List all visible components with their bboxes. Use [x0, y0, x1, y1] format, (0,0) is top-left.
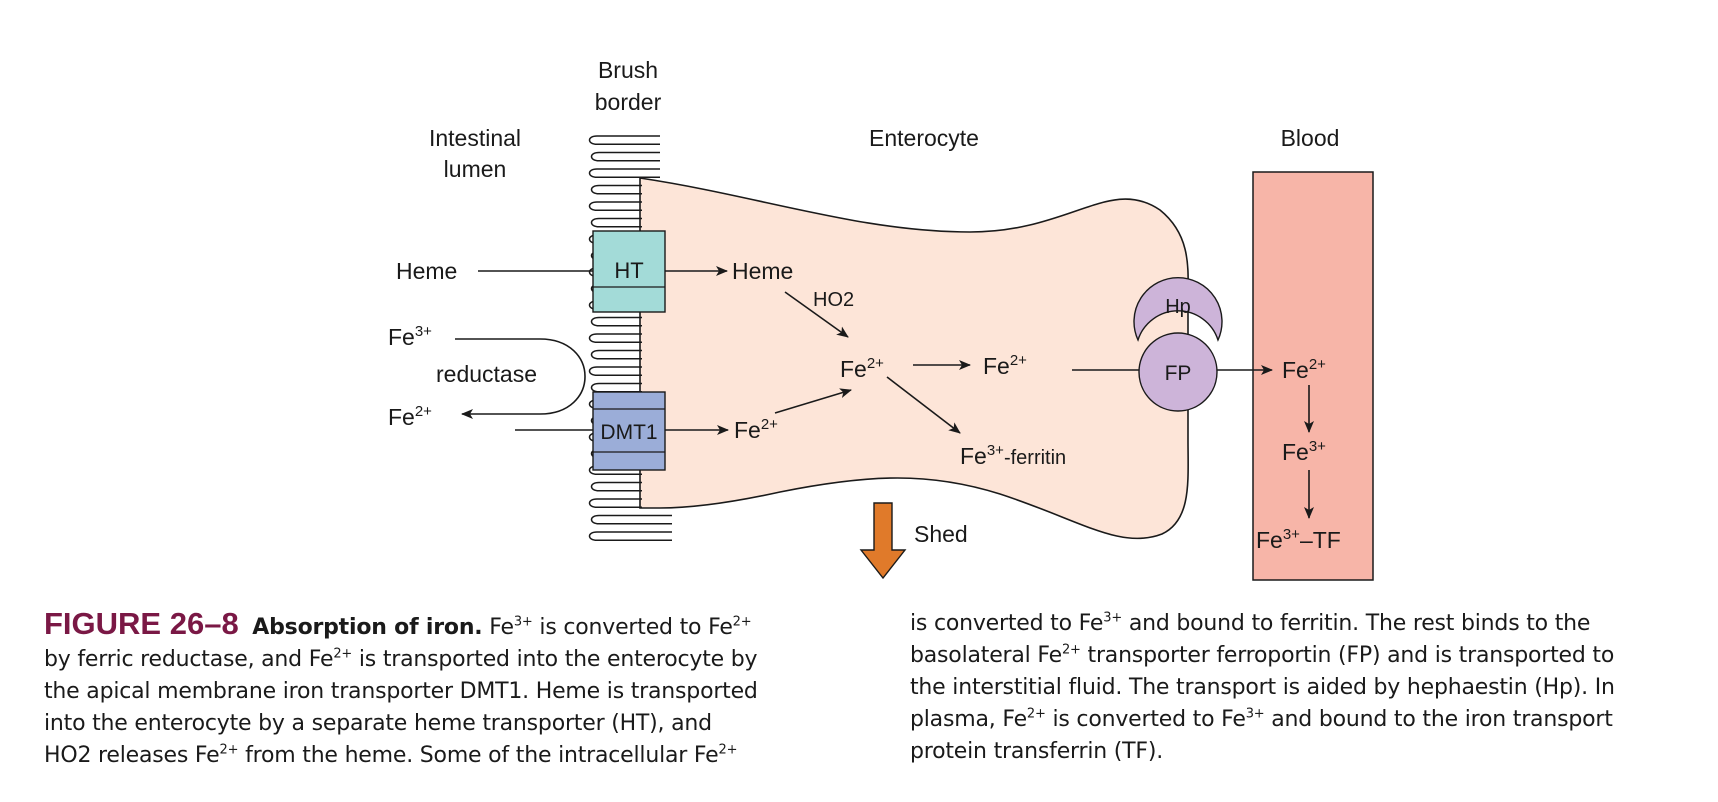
caption-superscript: 2+: [718, 742, 738, 758]
caption-text: into the enterocyte by a separate heme t…: [44, 711, 712, 736]
caption-right-line-1: basolateral Fe2+ transporter ferroportin…: [910, 640, 1690, 672]
microvillus: [590, 481, 642, 492]
microvillus: [588, 531, 672, 541]
fe2-after-dmt1-label: Fe2+: [734, 416, 778, 443]
caption-text: transporter ferroportin (FP) and is tran…: [1080, 643, 1615, 668]
microvillus: [590, 514, 672, 525]
ht-label: HT: [614, 258, 643, 283]
caption-text: protein transferrin (TF).: [910, 739, 1164, 764]
reductase-loop: [455, 338, 586, 419]
microvillus: [590, 349, 642, 360]
caption-text: from the heme. Some of the intracellular…: [238, 743, 719, 768]
caption-superscript: 2+: [1026, 706, 1046, 722]
caption-text: plasma, Fe: [910, 707, 1027, 732]
caption-text: by ferric reductase, and Fe: [44, 647, 334, 672]
caption-text: is converted to Fe: [532, 615, 733, 640]
caption-left-line-4: HO2 releases Fe2+ from the heme. Some of…: [44, 740, 874, 772]
caption-text: is converted to Fe: [910, 611, 1104, 636]
caption-right-line-3: plasma, Fe2+ is converted to Fe3+ and bo…: [910, 704, 1690, 736]
caption-left-line: FIGURE 26–8 Absorption of iron. Fe3+ is …: [44, 608, 874, 644]
figure-caption-right: is converted to Fe3+ and bound to ferrit…: [910, 608, 1690, 768]
dmt1-transporter: DMT1: [592, 391, 666, 471]
microvillus: [588, 201, 642, 211]
microvillus: [588, 366, 642, 376]
brush-border-label-line2: border: [595, 89, 662, 115]
shed-arrow: [859, 502, 907, 580]
hp-protein: [1133, 276, 1223, 342]
ferritin-label: Fe3+-ferritin: [960, 442, 1066, 469]
iron-absorption-diagram: HT DMT1 Brush border Intestinal lumen En…: [388, 57, 1374, 581]
reductase-label: reductase: [436, 361, 537, 387]
caption-text: and bound to ferritin. The rest binds to…: [1122, 611, 1591, 636]
figure-title: Absorption of iron.: [252, 615, 483, 640]
fe2-lumen-label: Fe2+: [388, 403, 432, 430]
caption-text: HO2 releases Fe: [44, 743, 220, 768]
microvillus: [590, 217, 642, 228]
caption-superscript: 3+: [513, 614, 533, 630]
blood-vessel: [1252, 171, 1374, 581]
enterocyte-label: Enterocyte: [869, 125, 979, 151]
fe2-right-label: Fe2+: [983, 352, 1027, 379]
blood-fe3-tf-label: Fe3+–TF: [1256, 526, 1341, 553]
caption-superscript: 2+: [732, 614, 752, 630]
microvillus: [588, 333, 642, 343]
fe3-lumen-label: Fe3+: [388, 323, 432, 350]
caption-right-line-4: protein transferrin (TF).: [910, 736, 1690, 768]
caption-left-line-1: by ferric reductase, and Fe2+ is transpo…: [44, 644, 874, 676]
heme-to-fe2-arrow: [784, 291, 849, 338]
caption-superscript: 2+: [219, 742, 239, 758]
dmt1-label: DMT1: [600, 421, 657, 444]
brush-border-label-line1: Brush: [598, 57, 658, 83]
caption-text: the apical membrane iron transporter DMT…: [44, 679, 758, 704]
intestinal-lumen-label-line2: lumen: [444, 156, 507, 182]
shed-label: Shed: [914, 521, 968, 547]
caption-superscript: 3+: [1103, 610, 1123, 626]
ho2-label: HO2: [813, 289, 854, 311]
enterocyte-cell: [639, 177, 1189, 540]
caption-right-line-0: is converted to Fe3+ and bound to ferrit…: [910, 608, 1690, 640]
caption-text: is transported into the enterocyte by: [352, 647, 758, 672]
microvillus: [590, 184, 642, 195]
fp-protein: [1138, 332, 1218, 412]
caption-text: is converted to Fe: [1045, 707, 1246, 732]
fp-label: FP: [1165, 362, 1192, 385]
caption-superscript: 3+: [1245, 706, 1265, 722]
caption-right-line-2: the interstitial fluid. The transport is…: [910, 672, 1690, 704]
blood-fe3-label: Fe3+: [1282, 438, 1326, 465]
caption-left-line-3: into the enterocyte by a separate heme t…: [44, 708, 874, 740]
figure-number: FIGURE 26–8: [44, 606, 239, 641]
caption-superscript: 2+: [1061, 642, 1081, 658]
microvillus: [590, 316, 642, 327]
caption-text: the interstitial fluid. The transport is…: [910, 675, 1615, 700]
ht-transporter: HT: [592, 230, 666, 313]
blood-fe2-label: Fe2+: [1282, 356, 1326, 383]
caption-text: Fe: [482, 615, 514, 640]
blood-label: Blood: [1281, 125, 1340, 151]
heme-lumen-label: Heme: [396, 258, 457, 284]
microvillus: [588, 135, 660, 145]
figure-caption-left: FIGURE 26–8 Absorption of iron. Fe3+ is …: [44, 608, 874, 772]
caption-superscript: 2+: [333, 646, 353, 662]
intestinal-lumen-label-line1: Intestinal: [429, 125, 521, 151]
microvillus: [588, 168, 660, 178]
caption-left-line-0: Fe3+ is converted to Fe2+: [482, 615, 751, 640]
hp-label: Hp: [1165, 296, 1191, 318]
fe2-to-ferritin-arrow: [886, 376, 961, 434]
microvillus: [590, 151, 660, 162]
caption-left-line-2: the apical membrane iron transporter DMT…: [44, 676, 874, 708]
microvillus: [588, 498, 642, 508]
microvillus: [590, 382, 642, 393]
caption-text: and bound to the iron transport: [1264, 707, 1613, 732]
heme-cell-label: Heme: [732, 258, 793, 284]
caption-text: basolateral Fe: [910, 643, 1062, 668]
fe2-center-label: Fe2+: [840, 355, 884, 382]
fe2-up-arrow: [774, 388, 852, 414]
brush-border-microvilli: [588, 135, 672, 541]
